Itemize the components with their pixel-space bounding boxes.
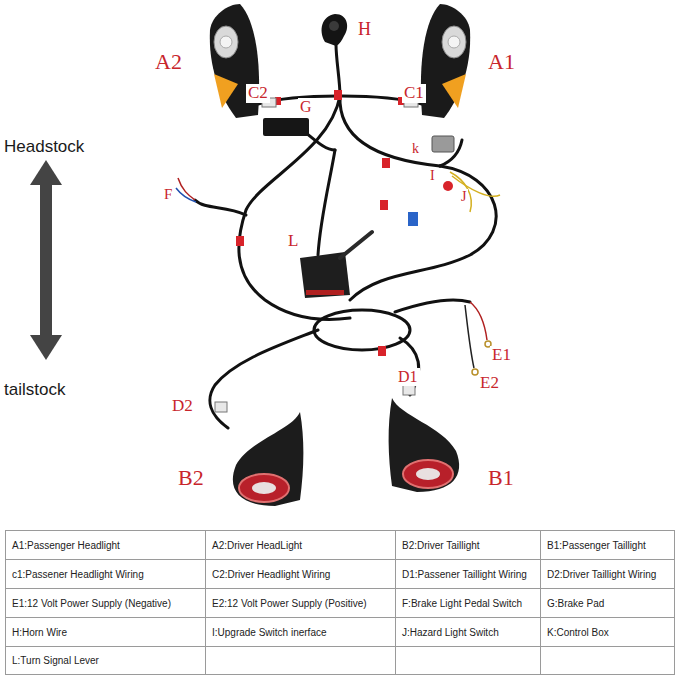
- callout-letter: J: [459, 189, 468, 204]
- callout-letter: A1: [486, 50, 517, 74]
- table-cell: A1:Passenger Headlight: [6, 531, 205, 559]
- legend-entry-text: B2:Driver Taillight: [402, 540, 480, 551]
- table-cell: D1:Passener Taillight Wiring: [396, 560, 540, 588]
- legend-entry-text: A2:Driver HeadLight: [212, 540, 302, 551]
- callout-letter: D1: [396, 368, 420, 386]
- callout-letter: G: [298, 98, 314, 116]
- legend-entry-text: B1:Passenger Taillight: [547, 540, 646, 551]
- table-cell: I:Upgrade Switch inerface: [206, 618, 395, 646]
- junction-marks: [236, 90, 404, 356]
- control-box: [432, 136, 454, 152]
- table-cell: E2:12 Volt Power Supply (Positive): [206, 589, 395, 617]
- table-cell: B2:Driver Taillight: [396, 531, 540, 559]
- callout-letter: F: [162, 186, 174, 203]
- direction-label: tailstock: [2, 381, 67, 400]
- direction-label: Headstock: [2, 138, 86, 157]
- callout-letter: B2: [176, 466, 206, 490]
- thin-wires: [176, 172, 500, 368]
- legend-entry-text: K:Control Box: [547, 627, 609, 638]
- table-cell: L:Turn Signal Lever: [6, 647, 205, 674]
- legend-entry-text: D2:Driver Taillight Wiring: [547, 569, 656, 580]
- callout-letter: C1: [402, 84, 426, 103]
- direction-arrow: [30, 160, 62, 360]
- table-cell: G:Brake Pad: [541, 589, 674, 617]
- table-cell: D2:Driver Taillight Wiring: [541, 560, 674, 588]
- taillight: [389, 398, 460, 492]
- callout-letter: D2: [170, 397, 195, 416]
- legend-entry-text: A1:Passenger Headlight: [12, 540, 120, 551]
- callout-letter: L: [286, 232, 300, 251]
- callout-letter: B1: [486, 466, 516, 490]
- callout-letter: I: [428, 168, 437, 183]
- table-cell: C2:Driver Headlight Wiring: [206, 560, 395, 588]
- table-cell: B1:Passenger Taillight: [541, 531, 674, 559]
- callout-letter: E1: [490, 346, 513, 365]
- legend-entry-text: I:Upgrade Switch inerface: [212, 627, 327, 638]
- table-cell: c1:Passener Headlight Wiring: [6, 560, 205, 588]
- connectors-plugs: [215, 98, 491, 412]
- legend-entry-text: G:Brake Pad: [547, 598, 604, 609]
- table-cell: A2:Driver HeadLight: [206, 531, 395, 559]
- table-cell: E1:12 Volt Power Supply (Negative): [6, 589, 205, 617]
- turn-signal-lever: [300, 232, 372, 298]
- taillight: [233, 412, 304, 506]
- table-cell: F:Brake Light Pedal Switch: [396, 589, 540, 617]
- callout-letter: A2: [153, 50, 184, 74]
- legend-entry-text: L:Turn Signal Lever: [12, 655, 99, 666]
- horn: [322, 14, 348, 46]
- table-cell: H:Horn Wire: [6, 618, 205, 646]
- headlight: [421, 4, 470, 118]
- legend-entry-text: C2:Driver Headlight Wiring: [212, 569, 330, 580]
- legend-entry-text: F:Brake Light Pedal Switch: [402, 598, 522, 609]
- table-grid: [5, 530, 675, 675]
- legend-entry-text: E2:12 Volt Power Supply (Positive): [212, 598, 367, 609]
- legend-entry-text: E1:12 Volt Power Supply (Negative): [12, 598, 171, 609]
- table-cell: J:Hazard Light Switch: [396, 618, 540, 646]
- legend-entry-text: c1:Passener Headlight Wiring: [12, 569, 144, 580]
- table-cell: K:Control Box: [541, 618, 674, 646]
- callout-letter: E2: [478, 374, 501, 393]
- legend-entry-text: D1:Passener Taillight Wiring: [402, 569, 527, 580]
- brake-pad-box: [263, 118, 309, 136]
- legend-entry-text: H:Horn Wire: [12, 627, 67, 638]
- callout-letter: k: [410, 141, 421, 156]
- callout-letter: C2: [246, 84, 270, 103]
- callout-letter: H: [356, 20, 373, 40]
- legend-entry-text: J:Hazard Light Switch: [402, 627, 499, 638]
